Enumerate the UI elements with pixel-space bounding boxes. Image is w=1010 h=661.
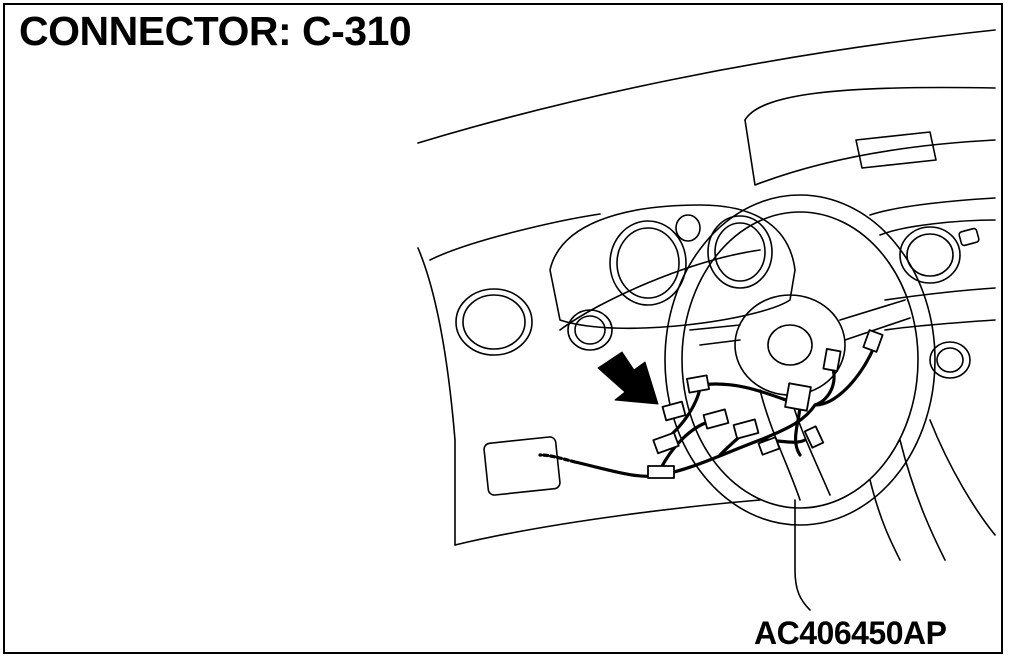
air-vent-icon: [455, 288, 613, 356]
right-vent-icon: [899, 226, 980, 379]
instrument-cluster-icon: [549, 204, 796, 330]
diagram-frame: CONNECTOR: C-310 AC406450AP: [3, 3, 1003, 654]
arrow-icon: [597, 351, 659, 405]
dashboard-outline-icon: [417, 29, 996, 561]
connector-icon: [647, 329, 884, 479]
figure-id: AC406450AP: [754, 615, 947, 651]
steering-wheel-icon: [664, 194, 936, 611]
page-title: CONNECTOR: C-310: [19, 8, 412, 54]
lower-panel-icon: [483, 436, 561, 496]
